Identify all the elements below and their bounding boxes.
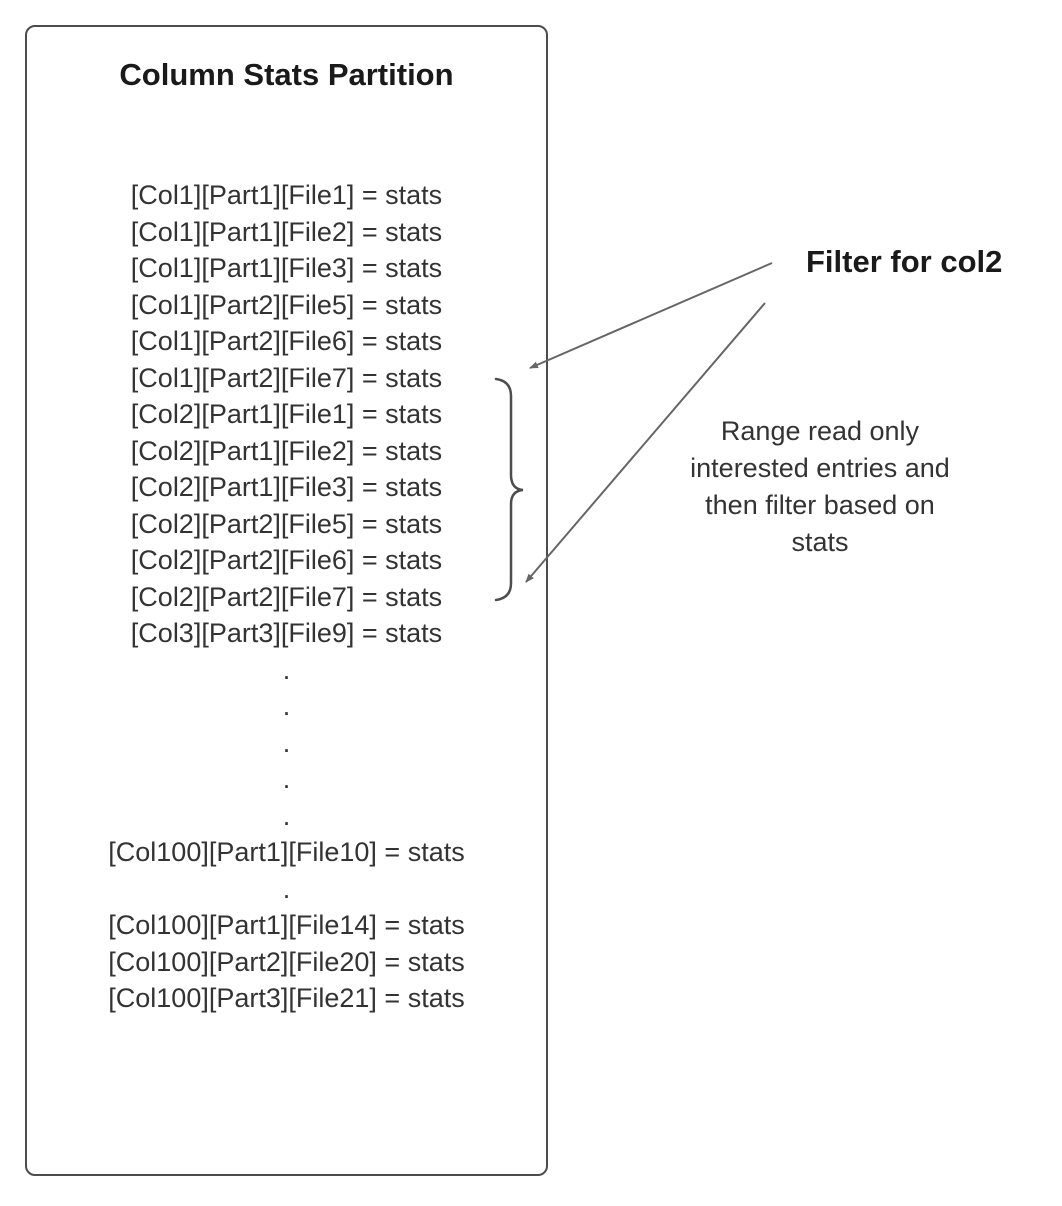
entry-line: [Col2][Part1][File3] = stats [130, 472, 443, 502]
ellipsis-dot: . [282, 654, 291, 685]
ellipsis-dot: . [282, 873, 291, 904]
ellipsis-dot: . [282, 800, 291, 831]
range-read-note: Range read only interested entries and t… [690, 416, 950, 557]
entry-line: [Col1][Part2][File5] = stats [130, 289, 443, 320]
entry-line: [Col100][Part3][File21] = stats [108, 983, 465, 1013]
ellipsis-dot: . [282, 691, 291, 721]
entry-line: [Col1][Part2][File7] = stats [130, 362, 443, 393]
partition-box: Column Stats Partition [Col1][Part1][Fil… [25, 25, 548, 1176]
entry-line: [Col2][Part1][File1] = stats [130, 399, 443, 429]
filter-label: Filter for col2 [806, 244, 1003, 279]
entry-line: [Col100][Part1][File10] = stats [108, 837, 465, 867]
ellipsis-dot: . [282, 727, 291, 758]
entry-line: [Col2][Part1][File2] = stats [130, 435, 443, 466]
entry-line: [Col3][Part3][File9] = stats [130, 618, 443, 648]
entry-line: [Col2][Part2][File7] = stats [130, 581, 443, 612]
entry-line: [Col2][Part2][File6] = stats [130, 545, 443, 575]
entry-line: [Col100][Part1][File14] = stats [108, 910, 465, 940]
partition-box-title: Column Stats Partition [119, 57, 454, 92]
entry-list: [Col1][Part1][File1] = stats [Col1][Part1… [27, 177, 546, 1017]
entry-line: [Col1][Part1][File2] = stats [130, 216, 443, 247]
entry-line: [Col100][Part2][File20] = stats [108, 946, 465, 977]
entry-line: [Col1][Part1][File3] = stats [130, 253, 443, 283]
filter-arrow-upper [529, 262, 773, 369]
entry-line: [Col1][Part1][File1] = stats [130, 180, 443, 210]
entry-line: [Col2][Part2][File5] = stats [130, 508, 443, 539]
entry-line: [Col1][Part2][File6] = stats [130, 326, 443, 356]
ellipsis-dot: . [282, 764, 291, 794]
